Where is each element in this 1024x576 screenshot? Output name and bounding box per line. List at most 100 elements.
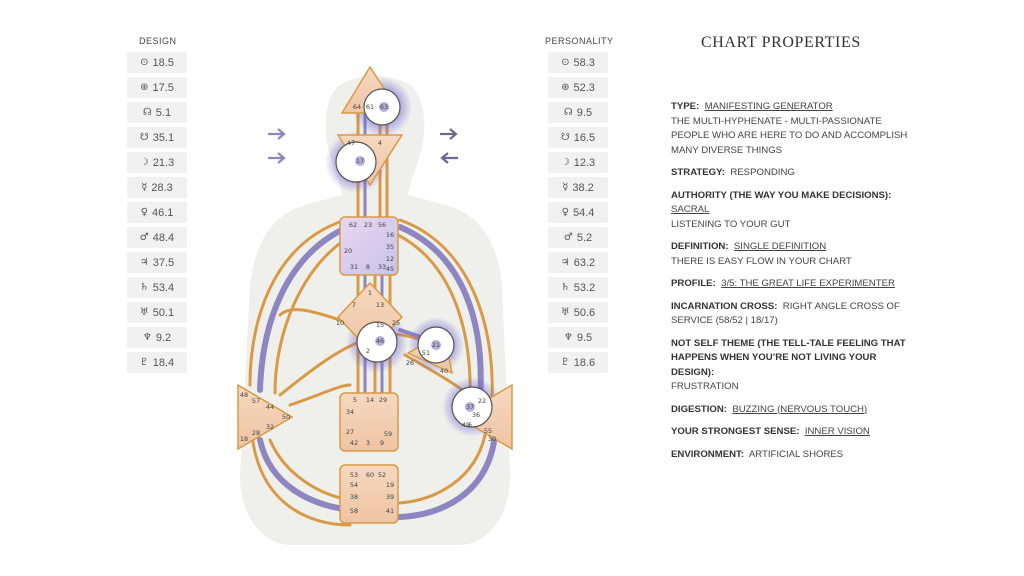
gate-number: 55 bbox=[484, 427, 492, 435]
gate-number: 26 bbox=[406, 359, 414, 367]
neptune-icon: ♆ bbox=[142, 332, 152, 343]
gate-number: 2 bbox=[366, 347, 370, 355]
gate-number: 57 bbox=[252, 397, 260, 405]
earth-icon: ⊕ bbox=[140, 82, 149, 93]
planet-row: ☽12.3 bbox=[548, 152, 608, 173]
gate-number: 38 bbox=[350, 493, 358, 501]
planet-row: ♂5.2 bbox=[548, 227, 608, 248]
mercury-icon: ☿ bbox=[141, 182, 148, 193]
planet-row: ♆9.2 bbox=[127, 327, 187, 348]
gate-number: 10 bbox=[336, 319, 344, 327]
gate-number: 25 bbox=[392, 319, 400, 327]
sacral-center bbox=[339, 392, 399, 452]
gate-number: 42 bbox=[350, 439, 358, 447]
uranus-icon: ♅ bbox=[560, 307, 570, 318]
gate-badge bbox=[379, 102, 389, 112]
chart-properties-list: TYPE: MANIFESTING GENERATOR THE MULTI-HY… bbox=[671, 100, 911, 470]
planet-value: 52.3 bbox=[573, 81, 595, 94]
earth-icon: ⊕ bbox=[561, 82, 570, 93]
gate-number: 30 bbox=[488, 435, 496, 443]
personality-column-title: PERSONALITY bbox=[545, 36, 614, 46]
gate-number: 32 bbox=[266, 423, 274, 431]
planet-row: ⊕17.5 bbox=[127, 77, 187, 98]
digestion-link[interactable]: BUZZING (NERVOUS TOUCH) bbox=[732, 403, 868, 415]
type-link[interactable]: MANIFESTING GENERATOR bbox=[704, 101, 833, 112]
gate-number: 31 bbox=[350, 263, 358, 271]
south-node-icon: ☋ bbox=[560, 132, 570, 143]
planet-row: ☿38.2 bbox=[548, 177, 608, 198]
planet-row: ♆9.5 bbox=[548, 327, 608, 348]
gate-number: 19 bbox=[386, 481, 394, 489]
profile-link[interactable]: 3/5: THE GREAT LIFE EXPERIMENTER bbox=[721, 278, 895, 289]
planet-row: ♇18.6 bbox=[548, 352, 608, 373]
arrow-left-icon bbox=[440, 152, 458, 164]
arrow-right-icon bbox=[268, 152, 286, 164]
south-node-icon: ☋ bbox=[139, 132, 149, 143]
planet-row: ⊕52.3 bbox=[548, 77, 608, 98]
property-strongest-sense: YOUR STRONGEST SENSE: INNER VISION bbox=[671, 426, 870, 437]
gate-number: 29 bbox=[379, 396, 387, 404]
gate-badge bbox=[465, 402, 475, 412]
design-column-title: DESIGN bbox=[139, 36, 177, 46]
planet-row: ♄53.2 bbox=[548, 277, 608, 298]
gate-number: 6 bbox=[468, 421, 472, 429]
gate-number: 8 bbox=[366, 263, 370, 271]
gate-badge bbox=[375, 336, 385, 346]
planet-value: 5.1 bbox=[155, 106, 172, 119]
jupiter-icon: ♃ bbox=[560, 257, 570, 268]
sense-link[interactable]: INNER VISION bbox=[804, 426, 870, 437]
personality-arrows bbox=[440, 128, 458, 164]
planet-row: ♃37.5 bbox=[127, 252, 187, 273]
gate-number: 60 bbox=[366, 471, 374, 479]
gate-number: 35 bbox=[386, 243, 394, 251]
planet-row: ♅50.1 bbox=[127, 302, 187, 323]
gate-number: 50 bbox=[282, 413, 290, 421]
gate-number: 37 bbox=[466, 403, 474, 411]
venus-icon: ♀ bbox=[140, 207, 148, 218]
gate-number: 16 bbox=[386, 231, 394, 239]
north-node-icon: ☊ bbox=[142, 107, 152, 118]
gate-number: 12 bbox=[386, 255, 394, 263]
gate-badge bbox=[431, 340, 441, 350]
planet-value: 28.3 bbox=[151, 181, 173, 194]
gate-number: 61 bbox=[366, 103, 374, 111]
neptune-icon: ♆ bbox=[563, 332, 573, 343]
gate-number: 22 bbox=[478, 397, 486, 405]
planet-value: 46.1 bbox=[151, 206, 174, 219]
property-type: TYPE: MANIFESTING GENERATOR THE MULTI-HY… bbox=[671, 101, 908, 156]
gate-number: 41 bbox=[386, 507, 394, 515]
property-strategy: STRATEGY: RESPONDING bbox=[671, 167, 795, 178]
planet-row: ♄53.4 bbox=[127, 277, 187, 298]
planet-value: 50.6 bbox=[573, 306, 596, 319]
planet-value: 54.4 bbox=[572, 206, 595, 219]
jupiter-icon: ♃ bbox=[139, 257, 149, 268]
personality-planet-list: ⊙58.3⊕52.3☊9.5☋16.5☽12.3☿38.2♀54.4♂5.2♃6… bbox=[548, 52, 608, 377]
gate-number: 63 bbox=[380, 103, 388, 111]
sun-icon: ⊙ bbox=[561, 57, 570, 68]
gate-badge bbox=[355, 156, 365, 166]
planet-value: 9.2 bbox=[155, 331, 172, 344]
planet-value: 35.1 bbox=[152, 131, 175, 144]
planet-value: 12.3 bbox=[573, 156, 596, 169]
planet-value: 16.5 bbox=[573, 131, 596, 144]
definition-link[interactable]: SINGLE DEFINITION bbox=[733, 241, 827, 252]
planet-row: ♂48.4 bbox=[127, 227, 187, 248]
gate-number: 34 bbox=[346, 408, 354, 416]
authority-link[interactable]: SACRAL bbox=[671, 204, 710, 215]
pluto-icon: ♇ bbox=[139, 357, 149, 368]
mars-icon: ♂ bbox=[139, 232, 149, 243]
pluto-icon: ♇ bbox=[560, 357, 570, 368]
property-incarnation-cross: INCARNATION CROSS: RIGHT ANGLE CROSS OF … bbox=[671, 300, 900, 327]
gate-number: 51 bbox=[422, 349, 430, 357]
sun-icon: ⊙ bbox=[140, 57, 149, 68]
gate-number: 17 bbox=[356, 157, 364, 165]
property-definition: DEFINITION: SINGLE DEFINITION THERE IS E… bbox=[671, 241, 852, 267]
gate-number: 13 bbox=[376, 301, 384, 309]
gate-number: 4 bbox=[378, 139, 382, 147]
property-profile: PROFILE: 3/5: THE GREAT LIFE EXPERIMENTE… bbox=[671, 278, 895, 289]
root-center bbox=[339, 464, 399, 524]
gate-number: 40 bbox=[440, 367, 448, 375]
gate-number: 27 bbox=[346, 428, 354, 436]
gate-number: 33 bbox=[378, 263, 386, 271]
